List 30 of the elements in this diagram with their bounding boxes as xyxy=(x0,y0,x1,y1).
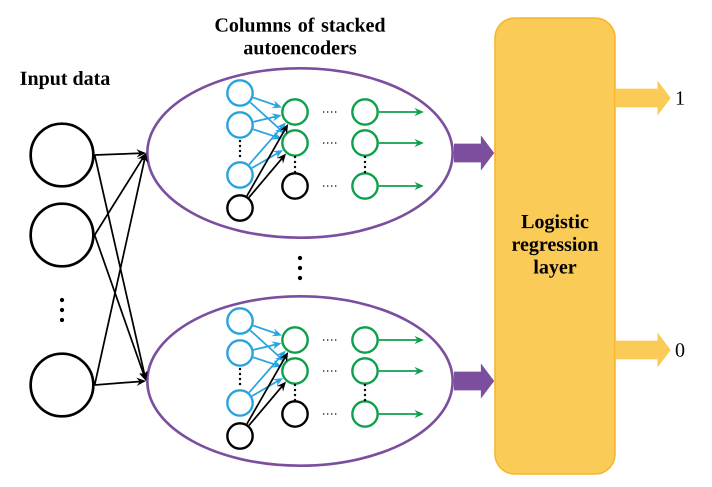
neuron-circle xyxy=(226,389,254,417)
neuron-circle xyxy=(281,129,309,157)
neuron-circle xyxy=(351,129,379,157)
neuron-circle xyxy=(226,161,254,189)
neuron-circle xyxy=(226,422,254,450)
output-label: 0 xyxy=(676,343,684,357)
neuron-circle xyxy=(226,79,254,107)
neuron-circle xyxy=(281,98,309,126)
heading: Input data xyxy=(20,70,110,90)
neuron-circle xyxy=(351,98,379,126)
neuron-circle xyxy=(281,172,309,200)
autoencoder-ellipse xyxy=(146,295,454,467)
neuron-circle xyxy=(226,194,254,222)
neuron-circle xyxy=(351,357,379,385)
input-circle xyxy=(29,202,95,268)
neuron-circle xyxy=(281,400,309,428)
neuron-circle xyxy=(226,111,254,139)
heading: Columns of stacked autoencoders xyxy=(215,18,386,54)
neuron-circle xyxy=(281,326,309,354)
neuron-circle xyxy=(351,172,379,200)
input-circle xyxy=(29,122,95,188)
autoencoder-ellipse xyxy=(146,67,454,239)
neuron-circle xyxy=(281,357,309,385)
neuron-circle xyxy=(226,339,254,367)
layer-box: Logistic regression layer xyxy=(494,17,616,475)
neuron-circle xyxy=(351,400,379,428)
output-label: 1 xyxy=(676,91,684,105)
neuron-circle xyxy=(351,326,379,354)
neuron-circle xyxy=(226,307,254,335)
input-circle xyxy=(29,352,95,418)
